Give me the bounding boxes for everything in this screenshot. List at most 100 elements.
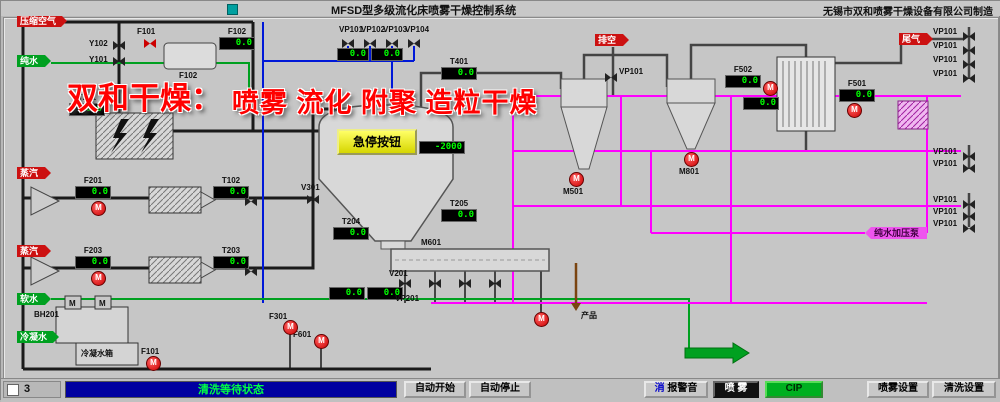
pump-icon[interactable]: M — [763, 81, 778, 96]
component-label: VP101 — [933, 69, 958, 78]
component-label: M601 — [421, 238, 442, 247]
component-label: VP101 — [933, 55, 958, 64]
cip-button[interactable]: CIP — [765, 381, 823, 398]
component-label: F101 — [141, 347, 160, 356]
valve-icon[interactable] — [113, 53, 125, 66]
pump-icon[interactable]: M — [847, 103, 862, 118]
component-label: VP101 — [933, 195, 958, 204]
status-bar: 清洗等待状态 — [65, 381, 397, 398]
valve-icon[interactable] — [963, 220, 975, 233]
pump-icon[interactable]: M — [569, 172, 584, 187]
mute-alarm-button[interactable]: 消 报警音 — [644, 381, 708, 398]
valve-icon[interactable] — [408, 35, 420, 48]
instrument-value: 0.0 — [329, 287, 365, 300]
pump-icon[interactable]: M — [91, 271, 106, 286]
pump-icon[interactable]: M — [146, 356, 161, 371]
instrument-value: 0.0 — [213, 256, 249, 269]
flow-tag: 尾气 — [899, 33, 933, 45]
pump-icon[interactable]: M — [684, 152, 699, 167]
valve-icon[interactable] — [489, 275, 501, 288]
valve-icon[interactable] — [307, 191, 319, 204]
instrument-value: 0.0 — [333, 227, 369, 240]
component-label: 冷凝水箱 — [81, 349, 113, 358]
emergency-stop-button[interactable]: 急停按钮 — [337, 129, 417, 155]
valve-icon[interactable] — [963, 42, 975, 55]
clean-settings-button[interactable]: 清洗设置 — [932, 381, 996, 398]
spray-settings-button[interactable]: 喷雾设置 — [867, 381, 929, 398]
component-label: F101 — [137, 27, 156, 36]
instrument-display: 0.0 — [743, 97, 779, 110]
instrument-label: T203 — [221, 246, 241, 255]
valve-icon[interactable] — [605, 69, 617, 82]
component-label: VP101 — [619, 67, 644, 76]
instrument-display: 0.0 — [371, 48, 403, 61]
component-label: VP201 — [395, 294, 420, 303]
component-label: V201 — [389, 269, 408, 278]
pump-icon[interactable]: M — [91, 201, 106, 216]
company-name: 无锡市双和喷雾干燥设备有限公司制造 — [823, 7, 993, 18]
component-label: VP101 — [933, 27, 958, 36]
component-label: BH201 — [34, 310, 59, 319]
component-label: VP101 — [339, 25, 364, 34]
valve-icon[interactable] — [963, 70, 975, 83]
component-label: F301 — [269, 312, 288, 321]
flow-tag: 冷凝水 — [17, 331, 59, 343]
valve-icon[interactable] — [364, 35, 376, 48]
flow-tag: 蒸汽 — [17, 245, 51, 257]
instrument-value: 0.0 — [213, 186, 249, 199]
instrument-value: 0.0 — [69, 103, 105, 116]
auto-stop-button[interactable]: 自动停止 — [469, 381, 531, 398]
component-label: M — [69, 299, 76, 308]
instrument-display: 0.0 — [337, 48, 369, 61]
instrument-value: 0.0 — [75, 256, 111, 269]
valve-icon[interactable] — [963, 28, 975, 41]
valve-icon[interactable] — [459, 275, 471, 288]
component-label: VP104 — [405, 25, 430, 34]
component-label: M — [99, 299, 106, 308]
component-label: VP102 — [361, 25, 386, 34]
spray-button[interactable]: 喷 雾 — [713, 381, 759, 398]
component-label: VP101 — [933, 41, 958, 50]
pump-icon[interactable]: M — [283, 320, 298, 335]
instrument-label: F201 — [83, 176, 103, 185]
page-indicator: 3 — [3, 381, 61, 398]
valve-icon[interactable] — [386, 35, 398, 48]
instrument-label: F203 — [83, 246, 103, 255]
component-label: Y101 — [89, 55, 108, 64]
valve-icon[interactable] — [963, 56, 975, 69]
valve-icon[interactable] — [144, 35, 156, 48]
valve-icon[interactable] — [113, 37, 125, 50]
valve-icon[interactable] — [963, 208, 975, 221]
valve-icon[interactable] — [245, 193, 257, 206]
app-icon — [227, 4, 238, 15]
valve-icon[interactable] — [342, 35, 354, 48]
pump-icon[interactable]: M — [314, 334, 329, 349]
instrument-label: T201 — [77, 93, 97, 102]
valve-icon[interactable] — [963, 160, 975, 173]
page-number: 3 — [24, 383, 31, 395]
component-label: VP101 — [933, 219, 958, 228]
valve-icon[interactable] — [399, 275, 411, 288]
flow-tag: 蒸汽 — [17, 167, 51, 179]
flow-tag: 纯水加压泵 — [865, 227, 927, 239]
flow-tag: 压缩空气 — [17, 15, 67, 27]
valve-icon[interactable] — [245, 263, 257, 276]
pump-icon[interactable]: M — [534, 312, 549, 327]
auto-start-button[interactable]: 自动开始 — [404, 381, 466, 398]
instrument-value: 0.0 — [839, 89, 875, 102]
flow-tag: 纯水 — [17, 55, 51, 67]
instrument-label: F102 — [227, 27, 247, 36]
instrument-value: 0.0 — [75, 186, 111, 199]
valve-icon[interactable] — [429, 275, 441, 288]
instrument-label: F502 — [733, 65, 753, 74]
valve-icon[interactable] — [963, 148, 975, 161]
valve-icon[interactable] — [963, 196, 975, 209]
instrument-value: 0.0 — [441, 67, 477, 80]
instrument-label: F501 — [847, 79, 867, 88]
